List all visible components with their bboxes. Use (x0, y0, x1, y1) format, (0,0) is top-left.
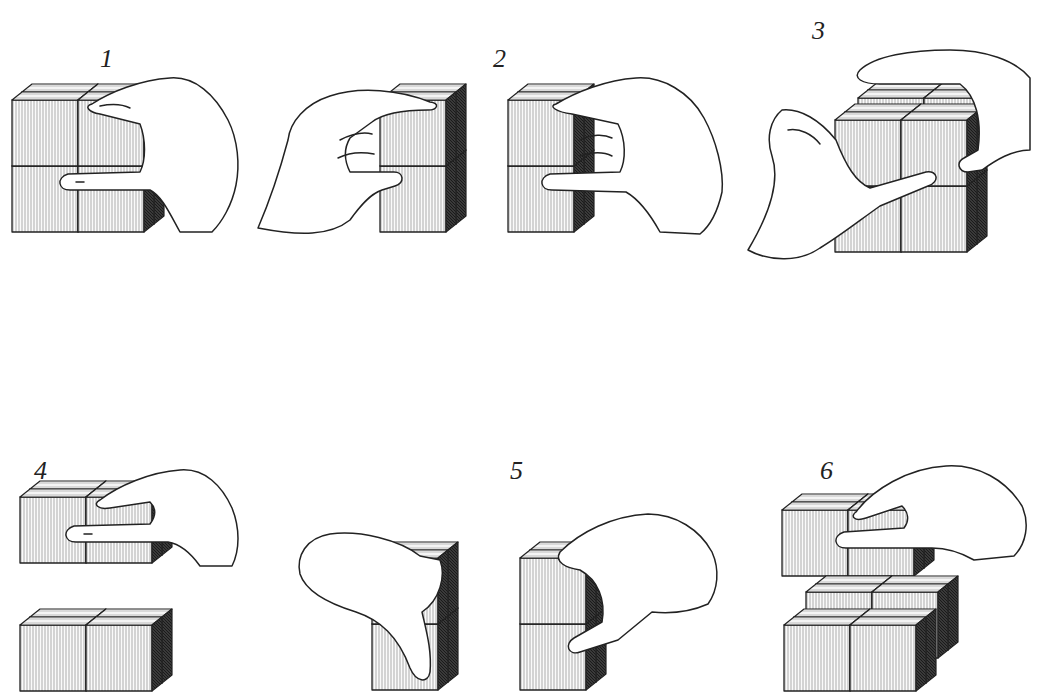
hand (836, 466, 1026, 560)
hand (60, 78, 238, 232)
hand (748, 110, 936, 259)
figure-number: 1 (100, 46, 113, 72)
hand (258, 90, 437, 233)
hand (66, 470, 238, 566)
figure-number: 2 (493, 46, 506, 72)
cube-layer (784, 609, 936, 691)
figure-number: 6 (820, 458, 833, 484)
figure-number: 3 (812, 18, 825, 44)
cube-layer (20, 609, 172, 691)
hand (299, 533, 442, 680)
hand (558, 514, 717, 653)
figure-number: 4 (34, 458, 47, 484)
hand (542, 78, 722, 234)
hand (857, 50, 1030, 172)
figure-number: 5 (510, 458, 523, 484)
